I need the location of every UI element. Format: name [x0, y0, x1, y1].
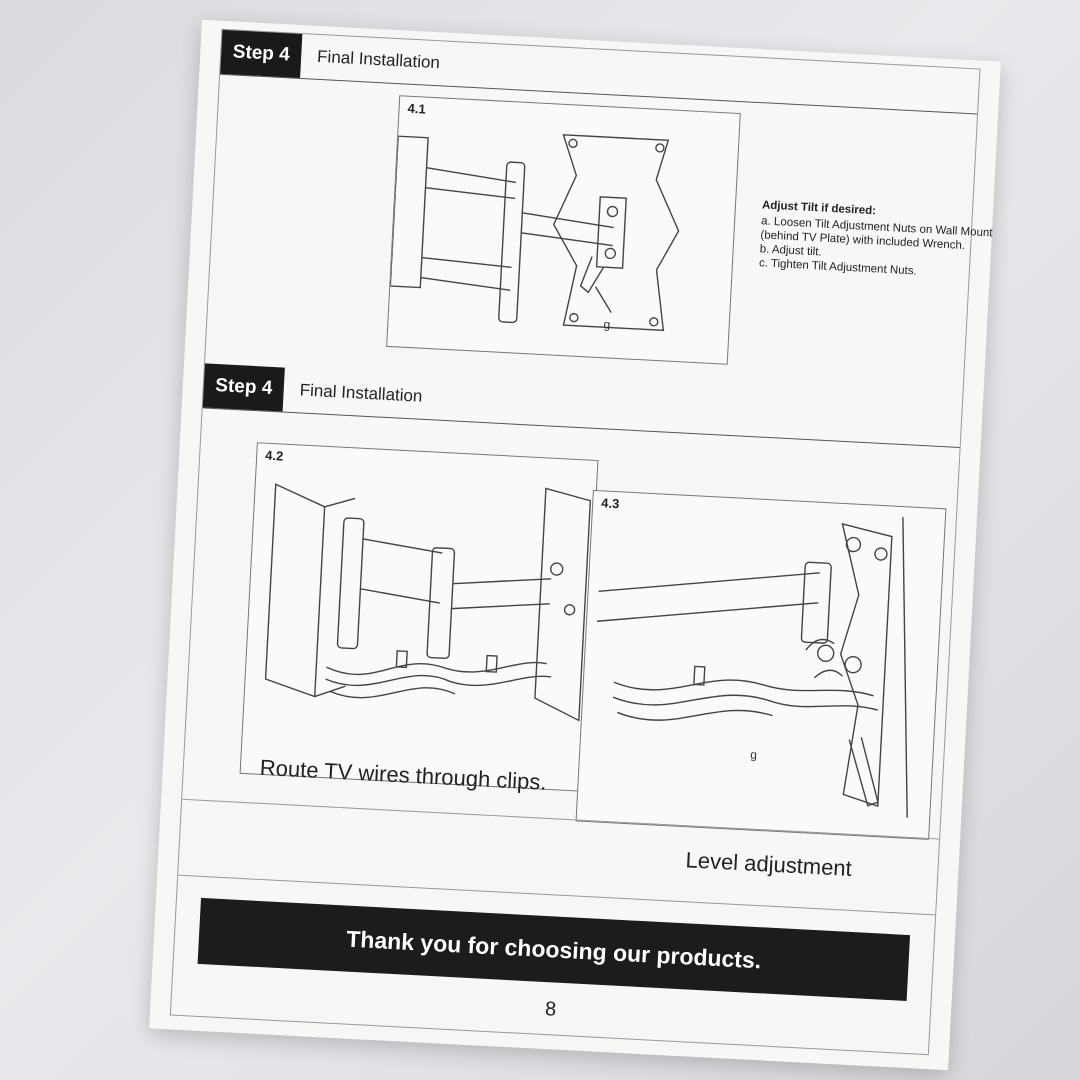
figure-label: 4.3 [600, 495, 620, 512]
figure-label: 4.1 [407, 100, 427, 117]
step-header-bottom: Step 4 Final Installation [202, 363, 962, 448]
manual-page: Step 4 Final Installation [149, 19, 1001, 1071]
level-adjustment-illustration [596, 517, 908, 818]
figure-route-wires: 4.2 [239, 442, 599, 792]
figure-tilt-adjustment: 4.1 g [386, 95, 741, 365]
step-badge: Step 4 [220, 29, 303, 78]
step-title: Final Installation [316, 46, 441, 73]
tilt-instructions: Adjust Tilt if desired: a. Loosen Tilt A… [759, 198, 1002, 282]
route-wires-illustration [264, 483, 592, 722]
step-badge: Step 4 [202, 363, 285, 412]
part-label-wrench: g [603, 317, 611, 332]
figure-label: 4.2 [264, 447, 284, 464]
step-title: Final Installation [299, 380, 423, 406]
page-frame: Step 4 Final Installation [169, 28, 993, 1056]
part-label-wrench: g [749, 747, 758, 762]
tilt-mount-illustration [389, 134, 680, 332]
figure-level-adjustment: 4.3 g [575, 489, 947, 840]
caption-level-adjustment: Level adjustment [685, 847, 853, 881]
step-header-top: Step 4 Final Installation [220, 29, 980, 115]
